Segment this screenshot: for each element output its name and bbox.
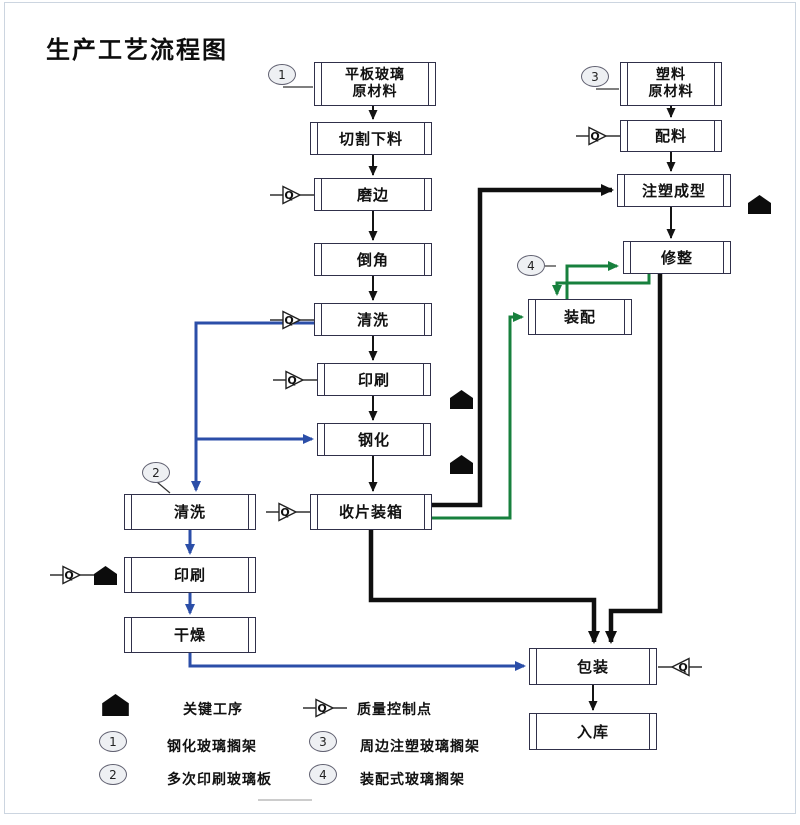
legend-badge-1: 1 [99,731,127,752]
quality-control-icon: Q [270,185,314,205]
legend-note3-label: 周边注塑玻璃搁架 [360,739,480,755]
svg-text:Q: Q [280,506,289,519]
node-printing-1: 印刷 [317,363,431,396]
node-edge-grinding: 磨边 [314,178,432,211]
quality-control-icon: Q [50,565,94,585]
key-process-icon [450,390,473,409]
note-badge-1: 1 [268,64,296,85]
key-process-icon [450,455,473,474]
node-printing-2: 印刷 [124,557,256,593]
quality-control-icon-mirrored: Q [658,657,702,677]
edge-trim-assemble [552,274,651,296]
svg-text:Q: Q [284,189,293,202]
node-injection-molding: 注塑成型 [617,174,731,207]
note-badge-2: 2 [142,462,170,483]
edge-trim-pack [605,274,663,644]
svg-text:Q: Q [317,702,326,715]
legend-note1-label: 钢化玻璃搁架 [167,739,257,755]
legend-note2-label: 多次印刷玻璃板 [167,772,272,788]
edge-clean1-clean2 [191,321,314,492]
legend-quality-control-icon: Q [303,698,347,718]
legend-quality-point-label: 质量控制点 [357,702,432,718]
edge-assemble-trim [565,261,619,299]
legend-key-process-icon [102,694,129,716]
legend-badge-3: 3 [309,731,337,752]
svg-text:Q: Q [590,130,599,143]
edge-collect-assemble [432,312,524,520]
edge-collect-pack [368,530,600,644]
node-label: 原材料 [648,84,694,100]
node-cutting: 切割下料 [310,122,432,155]
node-batching: 配料 [620,120,722,152]
node-glass-raw-material: 平板玻璃 原材料 [314,62,436,106]
svg-text:Q: Q [678,661,687,674]
edge-collect-inject [432,184,614,508]
quality-control-icon: Q [576,126,620,146]
legend-key-process-label: 关键工序 [183,702,243,718]
node-drying: 干燥 [124,617,256,653]
node-cleaning-2: 清洗 [124,494,256,530]
quality-control-icon: Q [270,310,314,330]
legend-note4-label: 装配式玻璃搁架 [360,772,465,788]
node-trimming: 修整 [623,241,731,274]
legend-badge-2: 2 [99,764,127,785]
node-collect-boxing: 收片装箱 [310,494,432,530]
quality-control-icon: Q [266,502,310,522]
badge2-connector [156,481,171,494]
node-tempering: 钢化 [317,423,431,456]
key-process-icon [748,195,771,214]
node-cleaning-1: 清洗 [314,303,432,336]
node-warehousing: 入库 [529,713,657,750]
note-badge-4: 4 [517,255,545,276]
svg-text:Q: Q [64,569,73,582]
svg-text:Q: Q [284,314,293,327]
key-process-icon [94,566,117,585]
node-plastic-raw-material: 塑料 原材料 [620,62,722,106]
note-badge-3: 3 [581,66,609,87]
node-label: 塑料 [656,67,686,84]
node-label: 原材料 [352,84,398,100]
node-packaging: 包装 [529,648,657,685]
legend-badge-4: 4 [309,764,337,785]
node-label: 平板玻璃 [345,67,405,84]
node-chamfering: 倒角 [314,243,432,276]
node-assembly: 装配 [528,299,632,335]
edge-dry-pack [188,653,526,671]
page-title: 生产工艺流程图 [46,36,228,64]
quality-control-icon: Q [273,370,317,390]
svg-text:Q: Q [287,374,296,387]
